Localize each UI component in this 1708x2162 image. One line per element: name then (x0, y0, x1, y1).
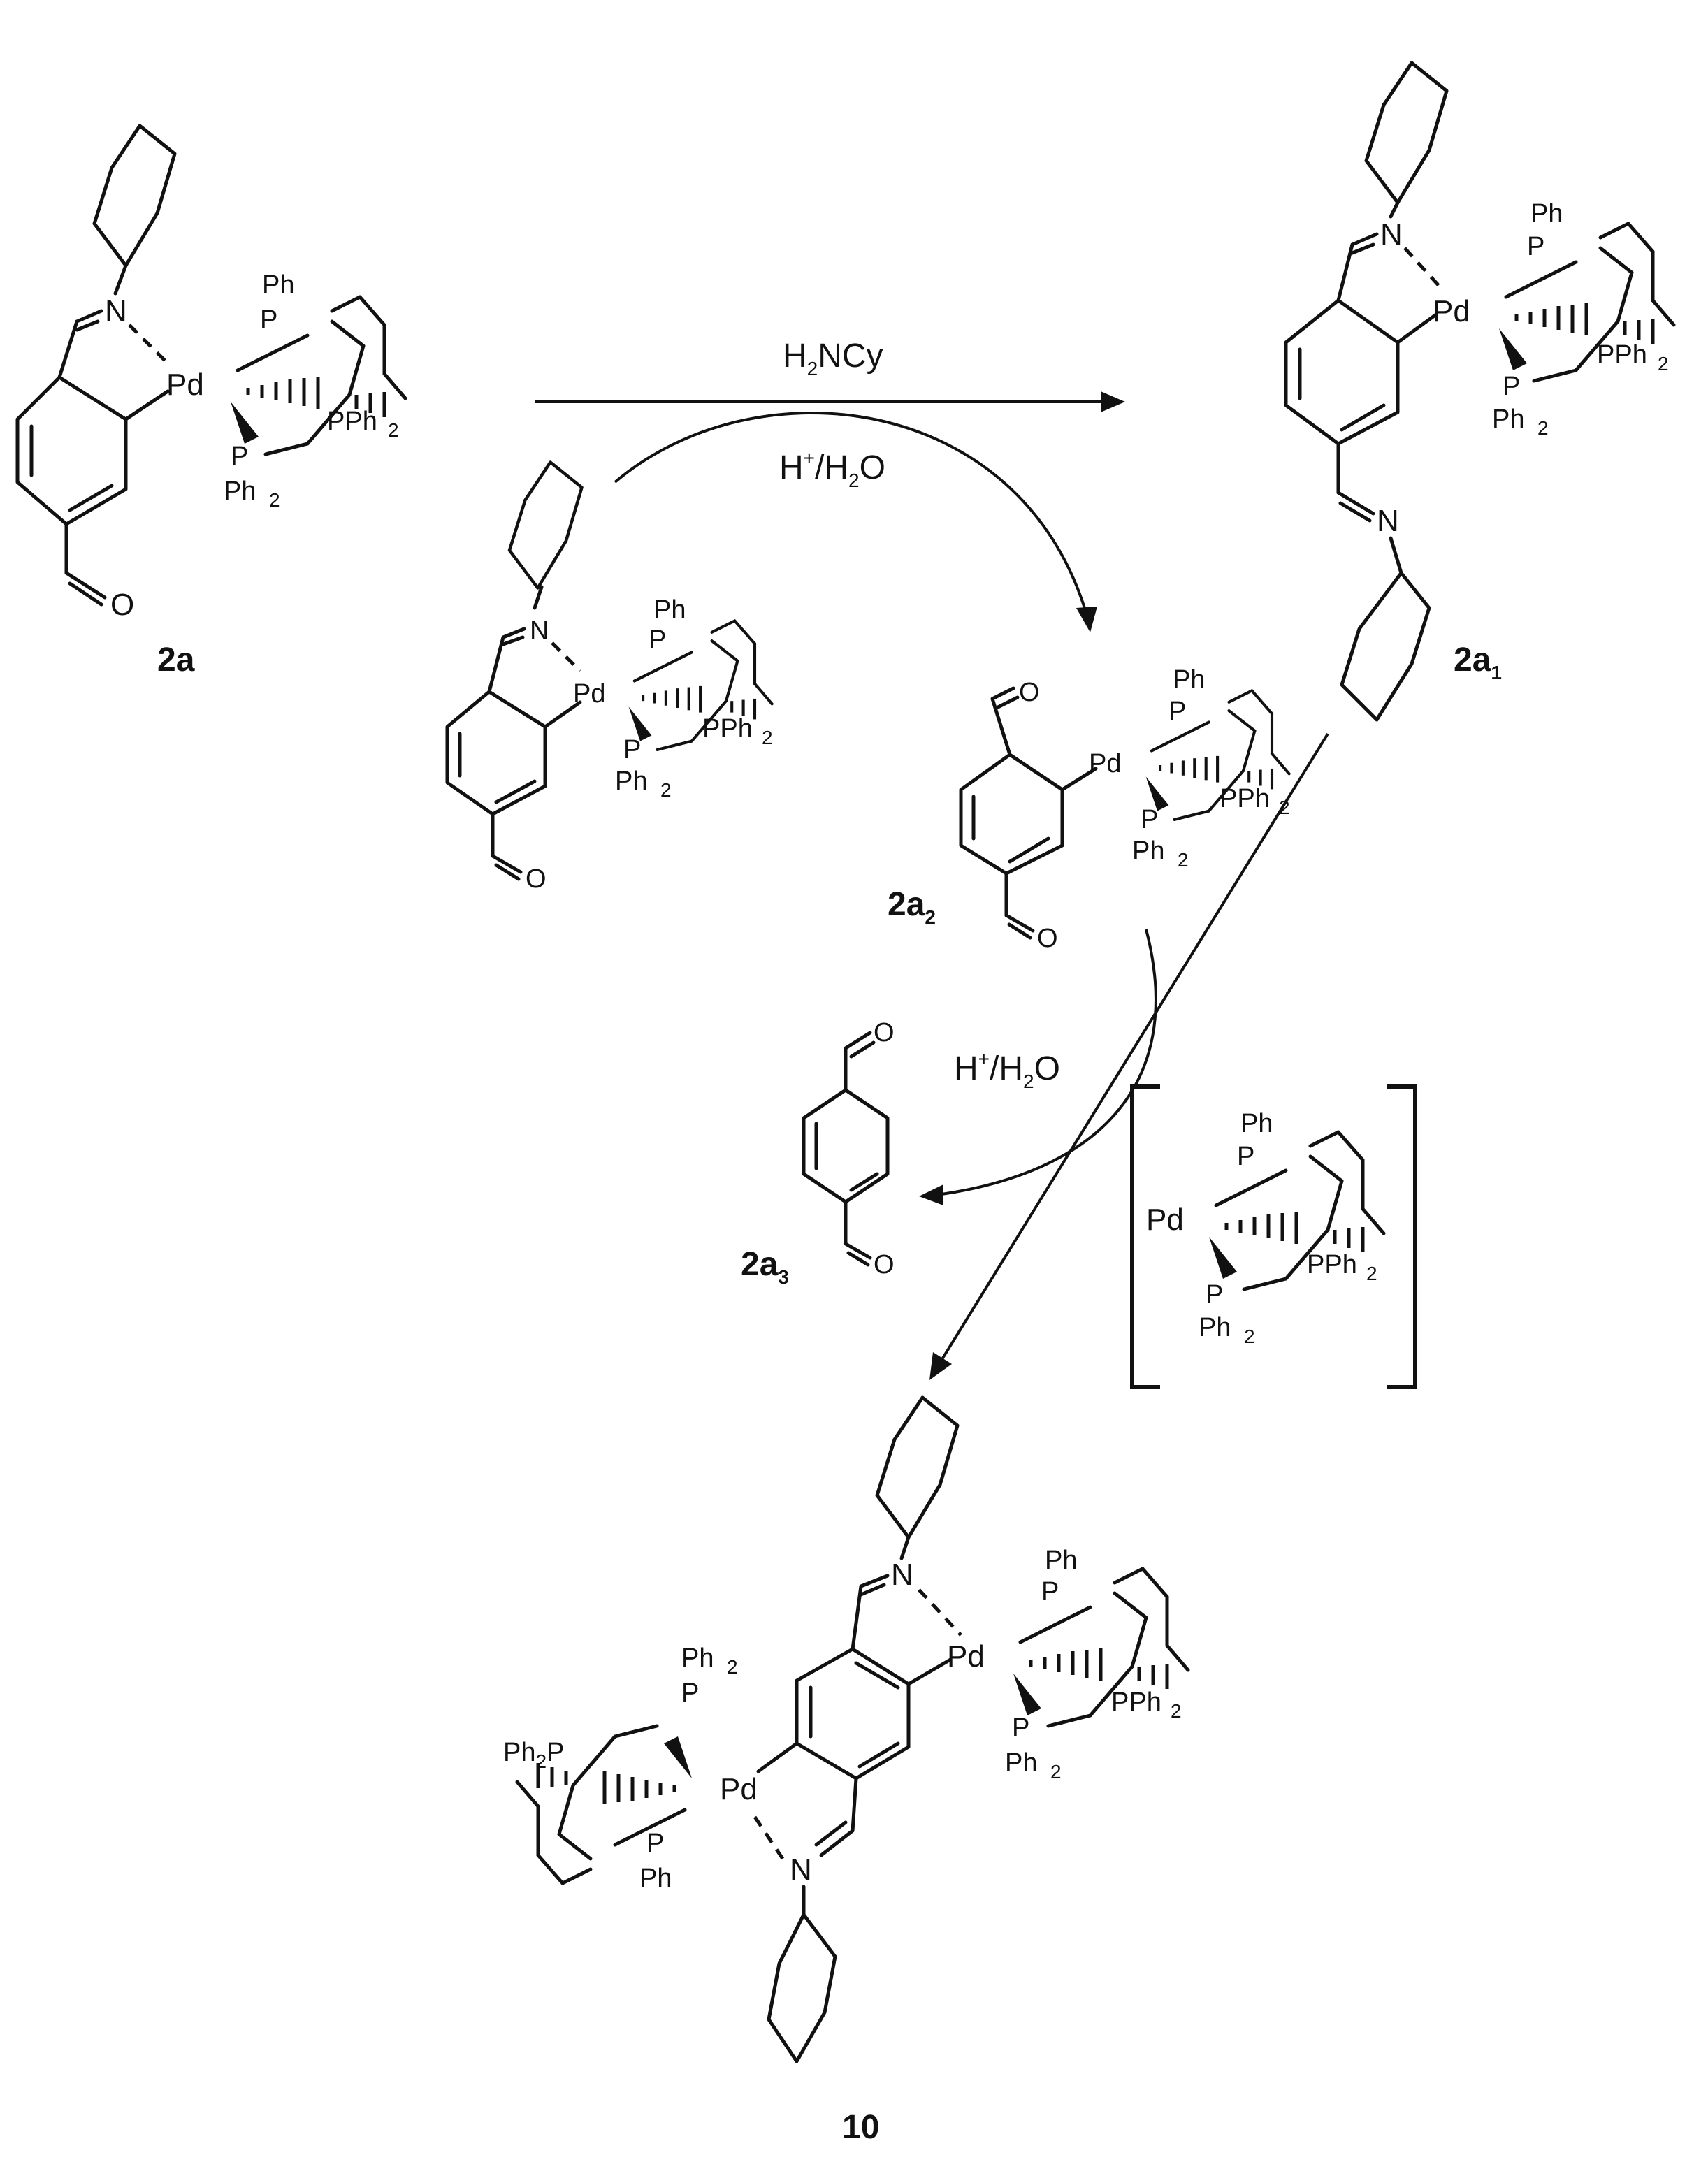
atom-O: O (1037, 924, 1058, 953)
atom-PPh: PPh (702, 714, 753, 743)
atom-P: P (1237, 1142, 1254, 1171)
atom-P: P (1503, 372, 1520, 401)
atom-P: P (623, 735, 641, 764)
label-2a2: 2a2 (888, 886, 936, 928)
atom-Pd: Pd (573, 679, 605, 709)
arrow-diagonal (929, 732, 1329, 1380)
subscript-2: 2 (660, 779, 672, 801)
atom-Ph: Ph (653, 595, 686, 625)
reagent-acid-water-2: H+/H2O (954, 1048, 1060, 1092)
atom-N: N (530, 616, 549, 646)
subscript-2: 2 (1537, 417, 1549, 439)
atom-Ph: Ph (1132, 836, 1164, 866)
atom-Ph: Ph (1173, 665, 1205, 695)
atom-Pd: Pd (166, 368, 204, 402)
subscript-2: 2 (762, 727, 773, 748)
atom-Pd: Pd (720, 1772, 758, 1806)
subscript-2: 2 (727, 1656, 738, 1678)
atom-PPh: PPh (1220, 784, 1270, 813)
label-2a3: 2a3 (741, 1246, 789, 1288)
atom-PPh: PPh (1597, 340, 1647, 370)
atom-Ph: Ph (1492, 405, 1524, 434)
atom-O: O (1019, 678, 1040, 707)
compound-2a3: O O 2a3 (741, 1018, 895, 1288)
subscript-2: 2 (1244, 1326, 1255, 1347)
atom-P: P (231, 442, 248, 471)
label-10: 10 (842, 2109, 879, 2146)
atom-O: O (526, 864, 547, 894)
atom-O: O (874, 1018, 895, 1047)
compound-10: N Pd Ph P P Ph 2 PPh 2 Pd Ph 2 P Ph2P P … (503, 1398, 1188, 2146)
atom-P: P (646, 1829, 664, 1858)
atom-P: P (681, 1678, 699, 1708)
atom-PPh: PPh (1111, 1688, 1161, 1717)
compound-intermediate: N Pd Ph P P Ph 2 PPh 2 O (445, 463, 773, 894)
atom-P: P (260, 305, 277, 335)
subscript-2: 2 (388, 419, 399, 441)
reagent-acid-water: H+/H2O (779, 447, 885, 491)
atom-Ph: Ph (224, 477, 256, 506)
atom-Pd: Pd (1146, 1203, 1184, 1237)
arrow-top: H2NCy H+/H2O (535, 338, 1125, 491)
atom-PPh: PPh (327, 407, 377, 436)
atom-Ph2P: Ph2P (503, 1738, 564, 1772)
atom-Ph: Ph (1199, 1313, 1231, 1342)
atom-Ph: Ph (681, 1644, 714, 1673)
label-2a1: 2a1 (1454, 641, 1502, 683)
arrow-curved-1 (614, 412, 1097, 632)
atom-N: N (790, 1852, 812, 1887)
atom-PPh: PPh (1307, 1250, 1357, 1279)
atom-Ph: Ph (1005, 1748, 1037, 1778)
atom-O: O (110, 588, 134, 622)
atom-Ph: Ph (639, 1864, 672, 1893)
atom-O: O (874, 1250, 895, 1279)
atom-Ph: Ph (615, 767, 647, 796)
subscript-2: 2 (1050, 1761, 1062, 1783)
compound-2a2: O Pd Ph P P Ph 2 PPh 2 O 2a2 (888, 665, 1290, 953)
atom-P: P (1041, 1577, 1059, 1606)
reagent-h2ncy: H2NCy (783, 338, 883, 379)
subscript-2: 2 (1178, 849, 1189, 871)
atom-P: P (649, 625, 666, 655)
label-2a: 2a (157, 641, 195, 679)
compound-2a1: N Pd Ph P P Ph 2 PPh 2 N 2a1 (1284, 63, 1674, 722)
atom-N: N (891, 1558, 913, 1592)
atom-P: P (1012, 1713, 1029, 1743)
atom-Pd: Pd (947, 1639, 985, 1674)
subscript-2: 2 (1171, 1700, 1182, 1722)
atom-P: P (1141, 805, 1158, 834)
atom-P: P (1168, 697, 1186, 726)
atom-Pd: Pd (1433, 294, 1470, 328)
atom-Pd: Pd (1089, 749, 1121, 778)
atom-P: P (1527, 232, 1544, 261)
atom-P: P (1206, 1280, 1223, 1309)
compound-2a: N Pd Ph P P Ph 2 PPh 2 O 2a (15, 126, 405, 679)
subscript-2: 2 (1658, 353, 1669, 375)
atom-Ph: Ph (1045, 1546, 1077, 1575)
atom-N: N (1380, 217, 1403, 252)
atom-Ph: Ph (262, 270, 294, 300)
atom-Ph: Ph (1240, 1109, 1273, 1138)
bracket-intermediate: Pd Ph P P Ph 2 PPh 2 (1130, 1084, 1417, 1389)
atom-Ph: Ph (1530, 199, 1563, 228)
atom-N: N (1377, 504, 1399, 538)
atom-N: N (105, 294, 127, 328)
subscript-2: 2 (269, 489, 280, 511)
arrow-curved-2: H+/H2O (919, 929, 1157, 1205)
subscript-2: 2 (1366, 1263, 1377, 1284)
